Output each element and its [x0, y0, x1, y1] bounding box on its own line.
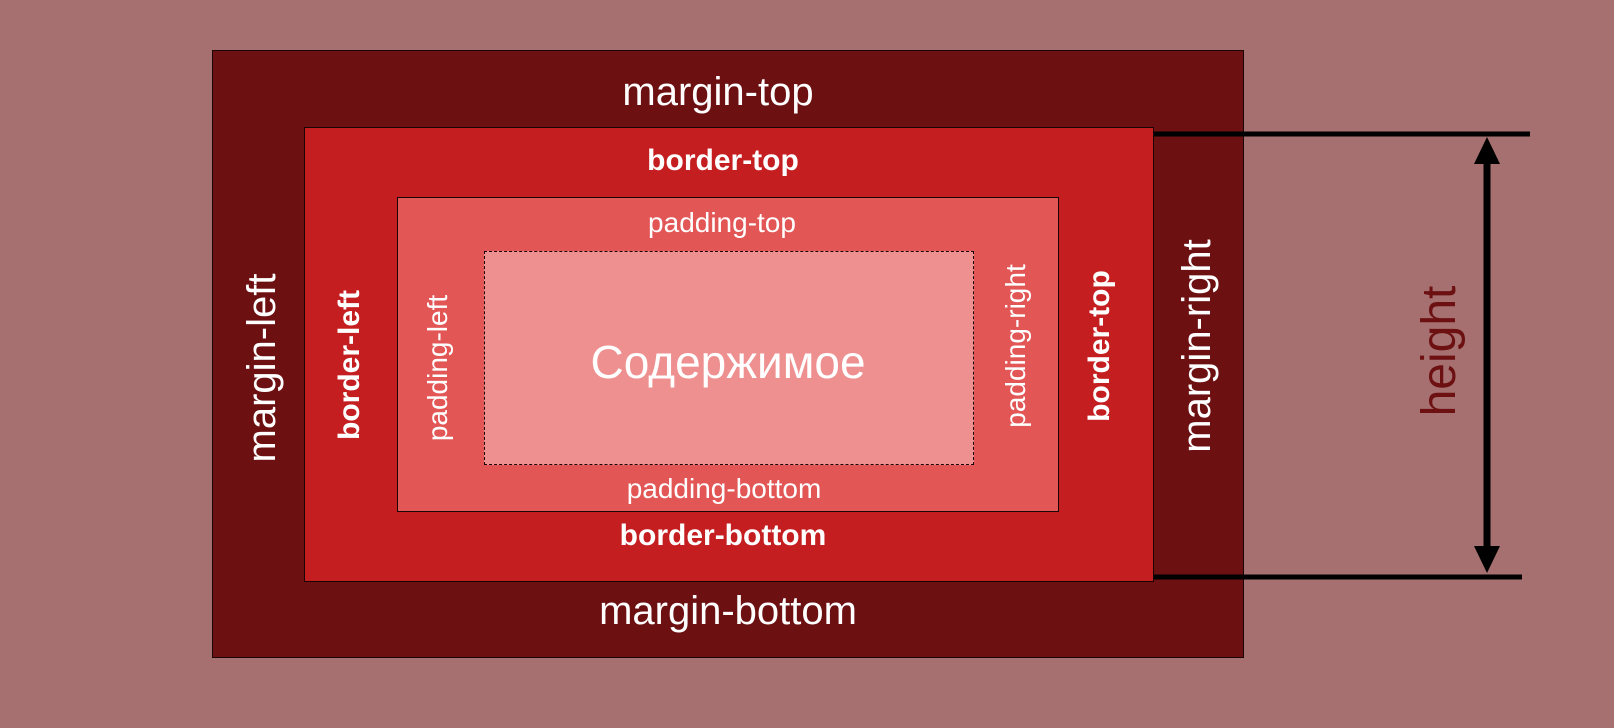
margin-top-label: margin-top — [622, 70, 814, 114]
padding-bottom-label: padding-bottom — [626, 473, 822, 504]
height-arrow-down-icon — [1474, 546, 1500, 573]
height-arrow-up-icon — [1474, 137, 1500, 164]
border-bottom-label: border-bottom — [619, 519, 827, 552]
border-top-label: border-top — [647, 144, 799, 177]
height-label: height — [1413, 285, 1466, 417]
content-label: Содержимое — [590, 336, 866, 388]
content-area — [484, 251, 974, 465]
padding-top-label: padding-top — [648, 207, 796, 238]
margin-bottom-label: margin-bottom — [599, 589, 857, 633]
